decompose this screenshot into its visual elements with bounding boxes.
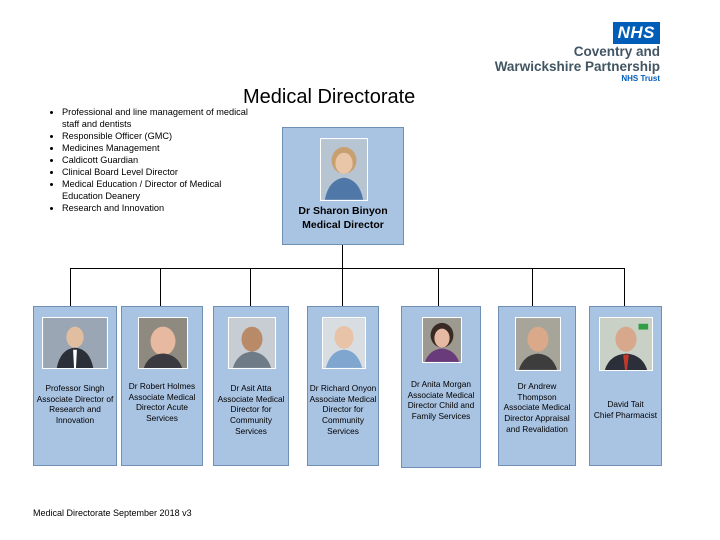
- connector-drop: [250, 268, 251, 306]
- team-name: Dr Andrew Thompson: [499, 381, 575, 402]
- responsibility-item: Clinical Board Level Director: [62, 166, 252, 178]
- photo-atta: [228, 317, 276, 369]
- team-label-morgan: Dr Anita Morgan Associate Medical Direct…: [402, 379, 480, 422]
- team-box-atta: Dr Asit Atta Associate Medical Director …: [213, 306, 289, 466]
- team-role: Chief Pharmacist: [590, 410, 661, 421]
- nhs-logo-mark: NHS: [613, 22, 660, 44]
- team-label-onyon: Dr Richard Onyon Associate Medical Direc…: [308, 383, 378, 437]
- logo-line-2: Warwickshire Partnership: [495, 59, 660, 74]
- team-box-tait: David Tait Chief Pharmacist: [589, 306, 662, 466]
- team-box-onyon: Dr Richard Onyon Associate Medical Direc…: [307, 306, 379, 466]
- page-title: Medical Directorate: [243, 86, 415, 109]
- team-name: Professor Singh: [34, 383, 116, 394]
- team-name: Dr Robert Holmes: [122, 381, 202, 392]
- team-box-singh: Professor Singh Associate Director of Re…: [33, 306, 117, 466]
- responsibilities-list: Professional and line management of medi…: [46, 106, 252, 214]
- team-box-holmes: Dr Robert Holmes Associate Medical Direc…: [121, 306, 203, 466]
- connector-drop: [624, 268, 625, 306]
- director-label: Dr Sharon Binyon Medical Director: [283, 204, 403, 232]
- team-name: David Tait: [590, 399, 661, 410]
- photo-holmes: [138, 317, 188, 369]
- photo-onyon: [322, 317, 366, 369]
- photo-morgan: [422, 317, 462, 363]
- connector-vertical-main: [342, 245, 343, 269]
- team-box-morgan: Dr Anita Morgan Associate Medical Direct…: [401, 306, 481, 468]
- connector-drop: [70, 268, 71, 306]
- team-name: Dr Asit Atta: [214, 383, 288, 394]
- responsibility-item: Responsible Officer (GMC): [62, 130, 252, 142]
- team-label-thompson: Dr Andrew Thompson Associate Medical Dir…: [499, 381, 575, 435]
- logo-trust: NHS Trust: [495, 74, 660, 84]
- team-label-atta: Dr Asit Atta Associate Medical Director …: [214, 383, 288, 437]
- photo-singh: [42, 317, 108, 369]
- footer-version: Medical Directorate September 2018 v3: [33, 508, 192, 518]
- team-role: Associate Director of Research and Innov…: [34, 394, 116, 426]
- responsibility-item: Research and Innovation: [62, 202, 252, 214]
- logo-line-1: Coventry and: [495, 44, 660, 59]
- team-label-tait: David Tait Chief Pharmacist: [590, 399, 661, 420]
- team-role: Associate Medical Director Acute Service…: [122, 392, 202, 424]
- director-photo: [320, 138, 368, 201]
- team-name: Dr Anita Morgan: [402, 379, 480, 390]
- team-label-holmes: Dr Robert Holmes Associate Medical Direc…: [122, 381, 202, 424]
- team-label-singh: Professor Singh Associate Director of Re…: [34, 383, 116, 426]
- team-role: Associate Medical Director for Community…: [214, 394, 288, 437]
- connector-drop: [342, 268, 343, 306]
- responsibility-item: Professional and line management of medi…: [62, 106, 252, 130]
- responsibility-item: Medicines Management: [62, 142, 252, 154]
- connector-horizontal: [70, 268, 625, 269]
- team-box-thompson: Dr Andrew Thompson Associate Medical Dir…: [498, 306, 576, 466]
- photo-thompson: [515, 317, 561, 371]
- connector-drop: [532, 268, 533, 306]
- responsibility-item: Medical Education / Director of Medical …: [62, 178, 252, 202]
- team-role: Associate Medical Director Appraisal and…: [499, 402, 575, 434]
- nhs-trust-logo: NHS Coventry and Warwickshire Partnershi…: [495, 22, 660, 84]
- director-role: Medical Director: [283, 218, 403, 232]
- photo-tait: [599, 317, 653, 371]
- connector-drop: [438, 268, 439, 306]
- team-role: Associate Medical Director for Community…: [308, 394, 378, 437]
- connector-drop: [160, 268, 161, 306]
- team-name: Dr Richard Onyon: [308, 383, 378, 394]
- medical-director-box: Dr Sharon Binyon Medical Director: [282, 127, 404, 245]
- team-role: Associate Medical Director Child and Fam…: [402, 390, 480, 422]
- responsibility-item: Caldicott Guardian: [62, 154, 252, 166]
- director-name: Dr Sharon Binyon: [283, 204, 403, 218]
